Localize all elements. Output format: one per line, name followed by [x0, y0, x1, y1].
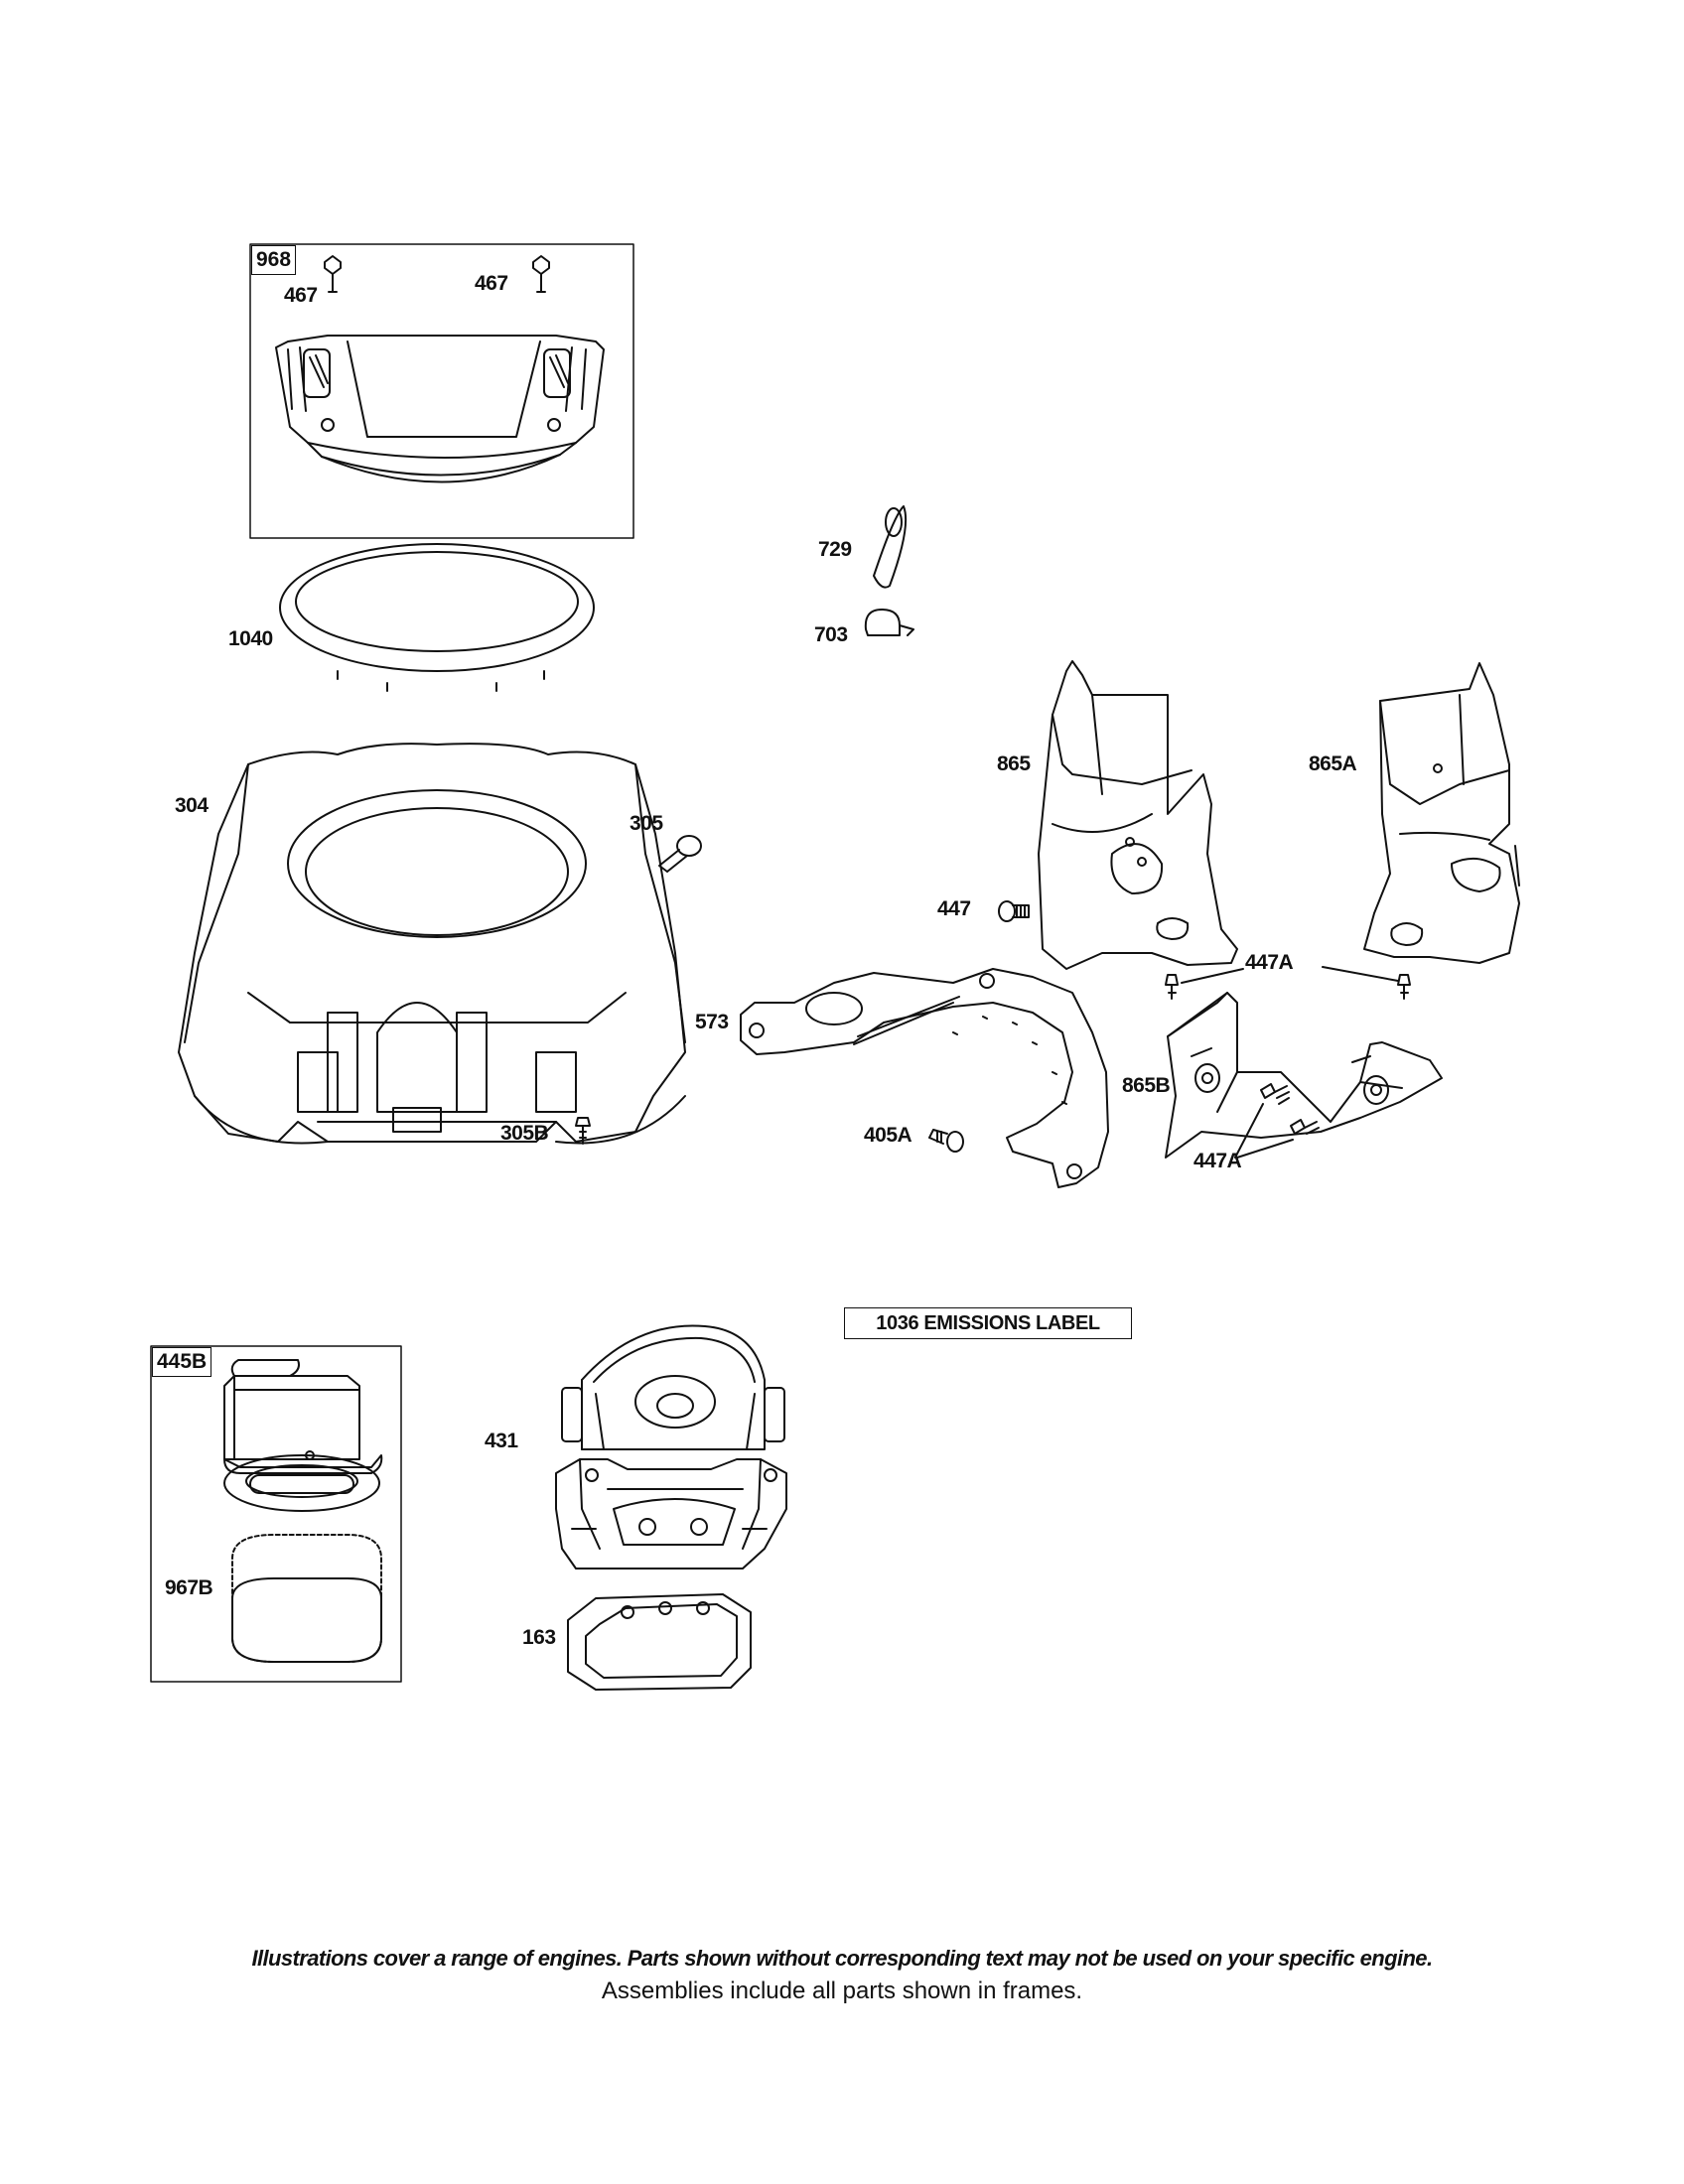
frame-tag-968: 968	[251, 245, 297, 275]
part-405A-screw	[929, 1130, 963, 1152]
label-703: 703	[814, 623, 848, 646]
label-467-right: 467	[475, 272, 508, 295]
part-305-screw	[659, 836, 701, 872]
part-865-air-guide	[1039, 661, 1237, 969]
label-865B: 865B	[1122, 1074, 1171, 1097]
label-405A: 405A	[864, 1124, 912, 1147]
assemblies-note: Assemblies include all parts shown in fr…	[601, 1978, 1083, 2004]
label-163: 163	[522, 1626, 556, 1649]
label-573: 573	[695, 1011, 729, 1033]
label-467-left: 467	[284, 284, 318, 307]
frame-tag-445B: 445B	[152, 1347, 212, 1377]
part-729-tie-strap	[874, 506, 906, 588]
label-305: 305	[630, 812, 663, 835]
label-865A: 865A	[1309, 752, 1357, 775]
part-865A-air-guide	[1364, 663, 1519, 963]
part-967B-pre-cleaner	[232, 1535, 381, 1662]
disclaimer-text: Illustrations cover a range of engines. …	[251, 1946, 1434, 1971]
part-703-clip	[866, 610, 913, 635]
part-445B-air-filter	[224, 1360, 381, 1511]
part-467-right-pin	[533, 256, 549, 292]
label-447: 447	[937, 897, 971, 920]
part-573-air-guide-plate	[741, 969, 1108, 1187]
part-431-air-filter-base	[556, 1325, 786, 1569]
part-447A-screws-top	[1166, 967, 1410, 999]
part-163-gasket	[568, 1594, 751, 1690]
label-967B: 967B	[165, 1576, 213, 1599]
part-865B-air-guide	[1166, 993, 1442, 1158]
frame-445B	[151, 1346, 401, 1682]
label-447A-bottom: 447A	[1193, 1150, 1242, 1172]
label-1040: 1040	[228, 627, 273, 650]
frame-968	[250, 244, 633, 538]
label-865: 865	[997, 752, 1031, 775]
part-447-screw	[999, 901, 1029, 921]
part-467-left-pin	[325, 256, 341, 292]
label-447A-top: 447A	[1245, 951, 1294, 974]
part-305B-screw	[576, 1118, 590, 1144]
label-729: 729	[818, 538, 852, 561]
label-304: 304	[175, 794, 209, 817]
part-968-cover	[276, 336, 604, 482]
part-447A-screws-bottom	[1235, 1084, 1319, 1158]
emissions-label-box: 1036 EMISSIONS LABEL	[844, 1307, 1132, 1339]
part-1040-screen	[280, 544, 594, 691]
label-305B: 305B	[500, 1122, 549, 1145]
label-431: 431	[485, 1430, 518, 1452]
part-304-blower-housing	[179, 744, 685, 1143]
